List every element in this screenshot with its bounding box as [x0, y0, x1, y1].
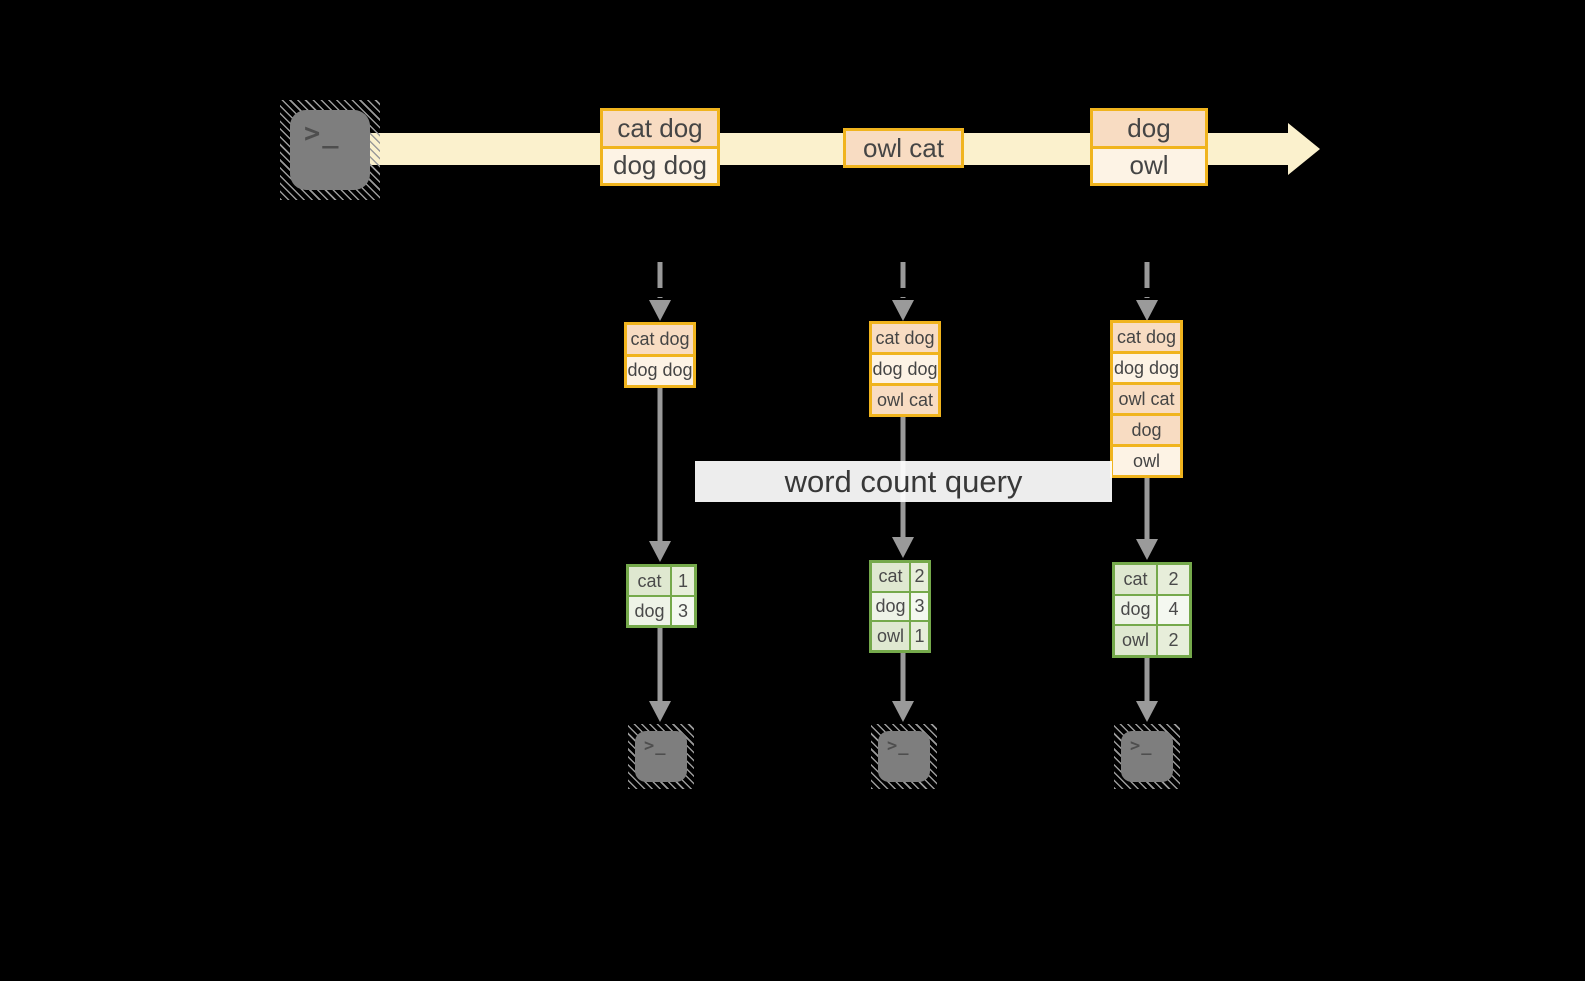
result-count: 1: [672, 567, 694, 595]
query-arrow-3: [1136, 478, 1158, 560]
result-word: owl: [872, 622, 909, 650]
terminal-prompt-glyph: >_: [304, 118, 341, 149]
result-word: owl: [1115, 626, 1156, 655]
result-word: dog: [629, 597, 670, 625]
stream-batch-1-box: cat dog dog dog: [600, 108, 720, 186]
terminal-prompt-glyph: >_: [644, 736, 667, 756]
result-count: 2: [911, 563, 928, 591]
query-arrow-1: [649, 388, 671, 562]
result-count: 4: [1158, 595, 1189, 625]
stream-record: owl: [1093, 148, 1205, 183]
result-word: cat: [872, 563, 909, 591]
terminal-prompt-glyph: >_: [887, 736, 910, 756]
terminal-icon: >_: [878, 731, 930, 782]
result-table-2: cat 2 dog 3 owl 1: [869, 560, 931, 653]
stream-batch-3-box: dog owl: [1090, 108, 1208, 186]
output-arrow-2: [892, 653, 914, 722]
state-record: owl cat: [872, 386, 938, 414]
terminal-icon: >_: [1121, 731, 1173, 782]
state-record: dog dog: [1113, 354, 1180, 382]
output-arrow-3: [1136, 658, 1158, 722]
result-word: dog: [872, 592, 909, 621]
result-count: 3: [911, 592, 928, 621]
result-word: dog: [1115, 595, 1156, 625]
terminal-prompt-glyph: >_: [1130, 736, 1153, 756]
state-box-2: cat dog dog dog owl cat: [869, 321, 941, 417]
state-record: owl cat: [1113, 385, 1180, 413]
state-record: cat dog: [1113, 323, 1180, 351]
output-arrow-1: [649, 628, 671, 722]
terminal-icon: >_: [290, 110, 370, 190]
stream-record: dog: [1093, 111, 1205, 146]
state-record: dog: [1113, 416, 1180, 444]
state-record: owl: [1113, 447, 1180, 475]
result-table-3: cat 2 dog 4 owl 2: [1112, 562, 1192, 658]
result-word: cat: [1115, 565, 1156, 594]
state-box-3: cat dog dog dog owl cat dog owl: [1110, 320, 1183, 478]
state-box-1: cat dog dog dog: [624, 322, 696, 388]
stream-batch-2-box: owl cat: [843, 128, 964, 168]
input-stream-arrowhead-icon: [1288, 123, 1320, 175]
stream-record: owl cat: [846, 131, 961, 165]
result-count: 3: [672, 597, 694, 625]
result-count: 2: [1158, 626, 1189, 655]
append-arrow-2: [892, 262, 914, 321]
stream-source-terminal-icon: >_: [280, 100, 380, 200]
result-terminal-icon-1: >_: [628, 724, 694, 789]
result-word: cat: [629, 567, 670, 595]
state-record: dog dog: [872, 355, 938, 383]
append-arrow-1: [649, 262, 671, 321]
stream-record: cat dog: [603, 111, 717, 146]
state-record: cat dog: [872, 324, 938, 352]
state-record: cat dog: [627, 325, 693, 354]
state-record: dog dog: [627, 356, 693, 385]
query-label: word count query: [695, 461, 1112, 502]
append-arrow-3: [1136, 262, 1158, 321]
result-table-1: cat 1 dog 3: [626, 564, 697, 628]
result-count: 1: [911, 622, 928, 650]
stream-record: dog dog: [603, 148, 717, 183]
terminal-icon: >_: [635, 731, 687, 782]
result-terminal-icon-3: >_: [1114, 724, 1180, 789]
result-terminal-icon-2: >_: [871, 724, 937, 789]
result-count: 2: [1158, 565, 1189, 594]
